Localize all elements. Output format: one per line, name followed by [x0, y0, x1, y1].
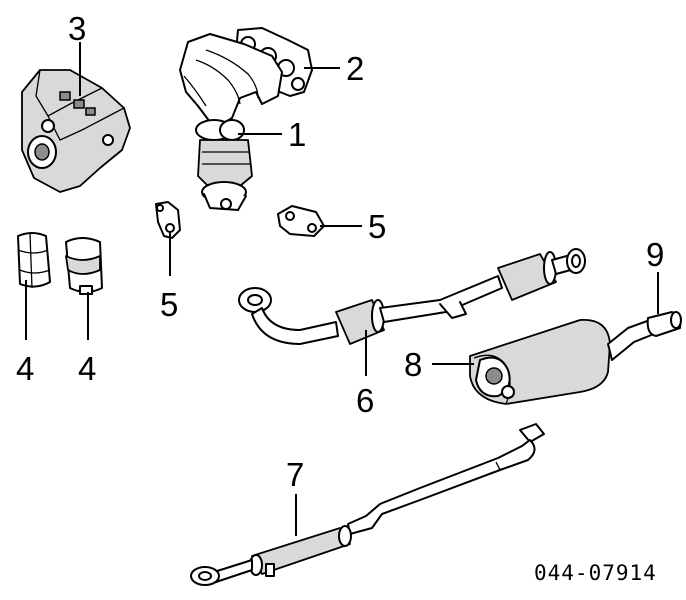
- bracket-left-part: [155, 201, 181, 239]
- callout-4-left: 4: [16, 350, 34, 387]
- callout-6: 6: [356, 382, 374, 419]
- muffler-part: [469, 319, 655, 405]
- callout-9: 9: [646, 236, 664, 273]
- callout-5-left: 5: [160, 286, 178, 323]
- front-pipe-part: [238, 248, 586, 345]
- callout-7: 7: [286, 456, 304, 493]
- callout-4-right: 4: [78, 350, 96, 387]
- callout-8: 8: [404, 346, 422, 383]
- diagram-code: 044-07914: [534, 561, 657, 585]
- callout-1: 1: [288, 116, 306, 153]
- bracket-right-part: [277, 205, 325, 237]
- tail-pipe-part: [646, 311, 682, 337]
- heat-shield-part: [21, 69, 131, 193]
- callout-3: 3: [68, 10, 86, 47]
- sleeve-left-part: [17, 232, 51, 289]
- exhaust-manifold-part: [179, 33, 283, 211]
- callout-5-right: 5: [368, 208, 386, 245]
- center-pipe-part: [190, 423, 545, 586]
- sleeve-right-part: [65, 237, 103, 295]
- callout-2: 2: [346, 50, 364, 87]
